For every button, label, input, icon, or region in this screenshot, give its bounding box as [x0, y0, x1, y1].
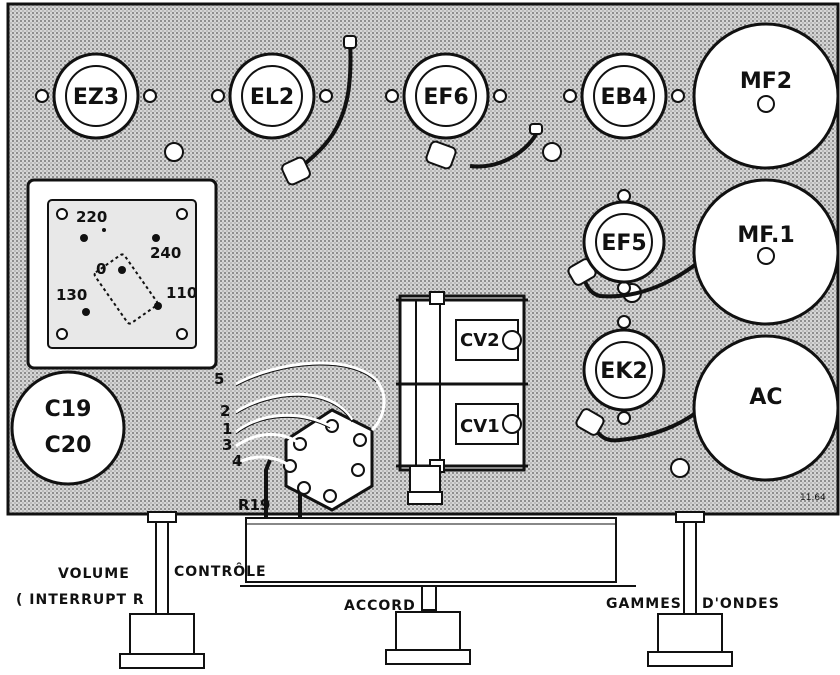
switch-wires: [235, 361, 386, 468]
switch-wire-label-2: 2: [220, 402, 230, 420]
variable-capacitor-block: CV2 CV1: [396, 291, 528, 505]
chassis-hole: [164, 142, 184, 162]
control-label-accord: ACCORD: [344, 598, 416, 614]
voltage-label-220: 220: [76, 208, 107, 226]
tube-label-ef5: EF5: [601, 231, 646, 256]
waveband-knob-shaft: [647, 511, 733, 667]
capacitor-label-c20: C20: [45, 433, 92, 458]
switch-wire-label-5: 5: [214, 370, 224, 388]
transformer-label-mf1: MF.1: [737, 223, 794, 248]
tube-socket-ef5: EF5: [582, 189, 666, 295]
tube-label-ek2: EK2: [600, 359, 647, 384]
tube-socket-ek2: EK2: [582, 315, 666, 425]
control-label-interrupt: ( INTERRUPT R: [16, 592, 145, 608]
cv-label-cv2: CV2: [460, 330, 500, 351]
volume-knob-shaft: [119, 511, 205, 669]
tube-label-ez3: EZ3: [73, 85, 119, 110]
control-label-volume: VOLUME: [58, 566, 130, 582]
tube-socket-el2: EL2: [211, 52, 333, 140]
grid-cap-lead-el2: [281, 35, 357, 186]
front-panel: [240, 517, 636, 587]
resistor-label: R19: [238, 496, 270, 514]
tuning-knob-shaft: [385, 585, 471, 665]
tube-label-eb4: EB4: [600, 85, 647, 110]
transformer-label-ac: AC: [749, 385, 782, 410]
voltage-label-110: 110: [166, 284, 197, 302]
switch-wire-label-1: 1: [222, 420, 232, 438]
artist-signature: 11.64: [800, 493, 826, 503]
electrolytic-capacitors: C19 C20: [10, 370, 126, 486]
tube-socket-eb4: EB4: [563, 52, 685, 140]
voltage-label-0: 0: [96, 260, 106, 278]
transformer-label-mf2: MF2: [740, 69, 792, 94]
tube-label-ef6: EF6: [423, 85, 468, 110]
control-label-ondes: D'ONDES: [702, 596, 780, 612]
if-transformer-mf1: MF.1: [692, 178, 840, 326]
grid-cap-lead-ef6: [425, 123, 543, 170]
waveband-switch: [283, 408, 374, 512]
chassis-hole: [542, 142, 562, 162]
control-label-controle: CONTRÔLE: [174, 562, 267, 580]
switch-wire-label-3: 3: [222, 436, 232, 454]
voltage-label-130: 130: [56, 286, 87, 304]
switch-wire-outlines: [235, 364, 377, 435]
oscillator-coil-ac: AC: [692, 334, 840, 482]
grid-cap-lead-ef5: [567, 254, 708, 299]
voltage-label-240: 240: [150, 244, 181, 262]
tube-socket-ez3: EZ3: [35, 52, 157, 140]
tube-label-el2: EL2: [250, 85, 294, 110]
switch-wire-label-4: 4: [232, 452, 242, 470]
capacitor-label-c19: C19: [45, 397, 92, 422]
cv-label-cv1: CV1: [460, 416, 500, 437]
voltage-selector: 220 240 0 110 130: [26, 178, 218, 370]
chassis-hole: [670, 458, 690, 478]
if-transformer-mf2: MF2: [692, 22, 840, 170]
grid-cap-lead-ek2: [575, 402, 708, 443]
tube-socket-ef6: EF6: [385, 52, 507, 140]
control-label-gammes: GAMMES: [606, 596, 682, 612]
